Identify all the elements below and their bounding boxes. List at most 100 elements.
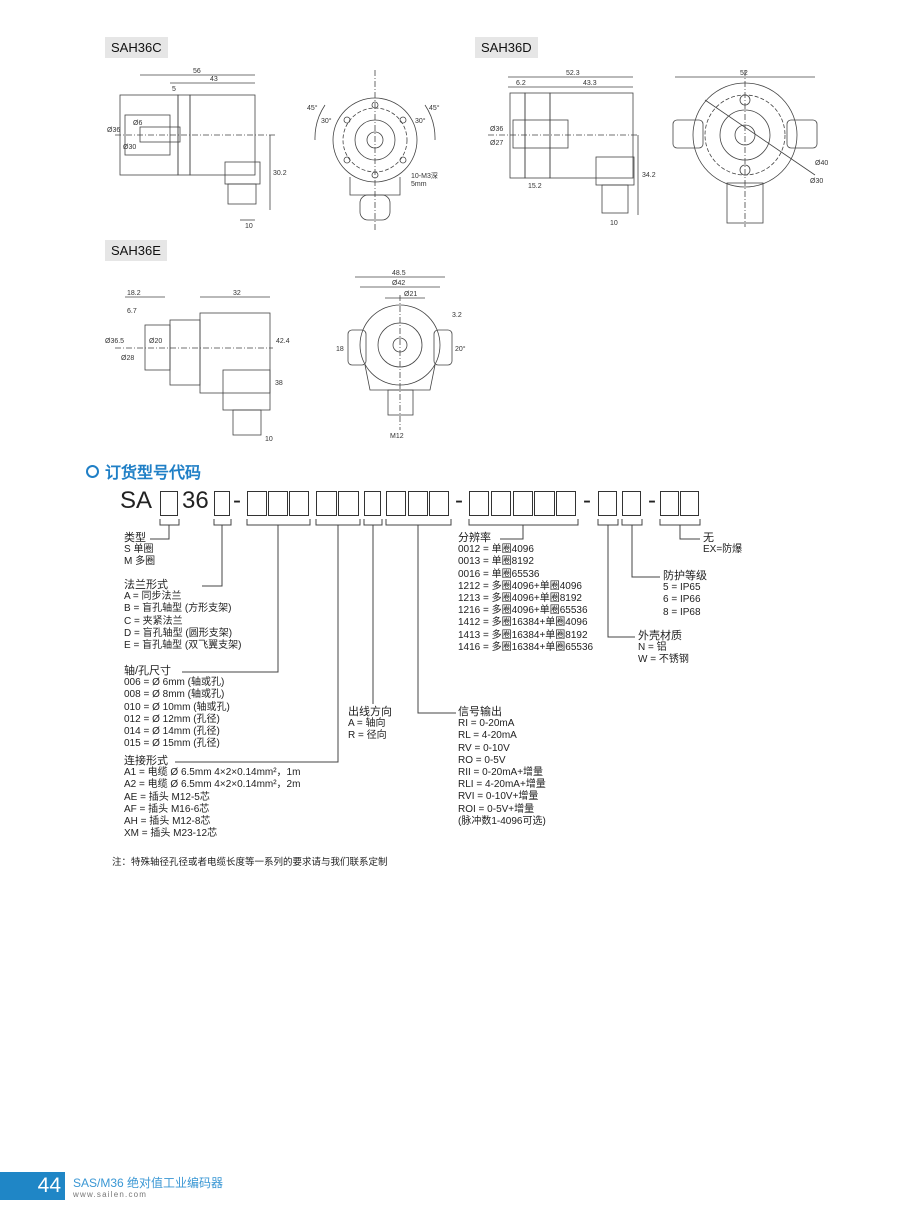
sah36d-front-drawing: 52 Ø40 Ø30 bbox=[672, 70, 828, 227]
signal-option: RO = 0-5V bbox=[458, 754, 506, 766]
code-placeholder-box bbox=[316, 491, 337, 516]
resolution-option: 1413 = 多圈16384+单圈8192 bbox=[458, 629, 588, 641]
dim-label: 56 bbox=[193, 68, 201, 75]
housing-options: 外壳材质 N = 铝 W = 不锈钢 bbox=[638, 630, 689, 667]
code-placeholder-box bbox=[490, 491, 512, 516]
sah36c-side-drawing: 56 43 5 Ø36 Ø30 Ø6 30.2 10 bbox=[107, 68, 287, 230]
circle-bullet-icon bbox=[86, 464, 99, 478]
dim-label: 5 bbox=[172, 86, 176, 93]
dim-label: 43 bbox=[210, 76, 218, 83]
dim-label: Ø36 bbox=[107, 127, 120, 134]
model-label-sah36d: SAH36D bbox=[475, 37, 538, 58]
dim-label: 5mm bbox=[411, 181, 427, 188]
code-dash: - bbox=[233, 487, 241, 514]
dim-label: Ø27 bbox=[490, 140, 503, 147]
flange-option: D = 盲孔轴型 (圆形支架) bbox=[124, 627, 233, 639]
resolution-option: 1412 = 多圈16384+单圈4096 bbox=[458, 617, 588, 629]
code-placeholder-box bbox=[598, 491, 617, 516]
explosion-title: 无 bbox=[703, 532, 714, 544]
dim-label: Ø21 bbox=[404, 291, 417, 298]
section-title-text: 订货型号代码 bbox=[105, 463, 202, 482]
type-option: S 单圈 bbox=[124, 544, 154, 556]
resolution-option: 1212 = 多圈4096+单圈4096 bbox=[458, 580, 582, 592]
connection-option: A2 = 电缆 Ø 6.5mm 4×2×0.14mm²，2m bbox=[124, 779, 301, 791]
dim-label: Ø36 bbox=[490, 126, 503, 133]
direction-option: A = 轴向 bbox=[348, 718, 386, 730]
code-placeholder-box bbox=[338, 491, 359, 516]
protection-option: 5 = IP65 bbox=[663, 582, 701, 594]
resolution-option: 1216 = 多圈4096+单圈65536 bbox=[458, 605, 588, 617]
dim-label: 10 bbox=[265, 436, 273, 443]
sah36e-side-drawing: 18.2 6.7 32 Ø36.5 Ø28 Ø20 42.4 38 10 bbox=[105, 290, 290, 443]
dim-label: 32 bbox=[233, 290, 241, 297]
code-placeholder-box bbox=[622, 491, 641, 516]
model-label-sah36c: SAH36C bbox=[105, 37, 168, 58]
footer-title: SAS/M36 绝对值工业编码器 bbox=[73, 1176, 224, 1190]
connection-options: 连接形式 A1 = 电缆 Ø 6.5mm 4×2×0.14mm²，1m A2 =… bbox=[124, 755, 300, 840]
resolution-option: 0016 = 单圈65536 bbox=[458, 568, 540, 580]
resolution-option: 1213 = 多圈4096+单圈8192 bbox=[458, 593, 582, 605]
housing-option: N = 铝 bbox=[638, 642, 667, 654]
dim-label: 30.2 bbox=[273, 170, 287, 177]
protection-option: 6 = IP66 bbox=[663, 594, 701, 606]
shaft-option: 006 = Ø 6mm (轴或孔) bbox=[124, 677, 225, 689]
shaft-title: 轴/孔尺寸 bbox=[124, 665, 172, 677]
resolution-option: 0013 = 单圈8192 bbox=[458, 556, 534, 568]
sah36e-front-drawing: 48.5 Ø42 Ø21 3.2 18 20° M12 bbox=[336, 270, 466, 440]
code-placeholder-box bbox=[556, 491, 577, 516]
code-dash: - bbox=[455, 487, 463, 514]
code-placeholder-box bbox=[407, 491, 428, 516]
section-title: 订货型号代码 bbox=[86, 459, 201, 483]
dim-label: 52.3 bbox=[566, 70, 580, 77]
signal-option: RV = 0-10V bbox=[458, 742, 510, 754]
signal-option: RVI = 0-10V+增量 bbox=[458, 791, 539, 803]
protection-option: 8 = IP68 bbox=[663, 606, 701, 618]
dim-label: 45° bbox=[429, 104, 440, 112]
code-placeholder-box bbox=[247, 491, 267, 516]
signal-option: RLI = 4-20mA+增量 bbox=[458, 779, 546, 791]
protection-options: 防护等级 5 = IP65 6 = IP66 8 = IP68 bbox=[663, 570, 707, 619]
code-placeholder-box bbox=[386, 491, 407, 516]
dim-label: 10-M3深 bbox=[411, 171, 438, 180]
code-placeholder-box bbox=[469, 491, 490, 516]
signal-option: RI = 0-20mA bbox=[458, 718, 515, 730]
dim-label: Ø36.5 bbox=[105, 338, 124, 345]
code-mid: 36 bbox=[182, 487, 209, 514]
code-placeholder-box bbox=[214, 491, 230, 516]
code-dash: - bbox=[648, 487, 656, 514]
page-number: 44 bbox=[0, 1172, 65, 1200]
explosion-option: EX=防爆 bbox=[703, 544, 743, 556]
sah36d-side-drawing: 52.3 43.3 6.2 Ø36 Ø27 15.2 34.2 10 bbox=[488, 70, 656, 227]
signal-option: RL = 4-20mA bbox=[458, 730, 517, 742]
dim-label: 45° bbox=[307, 104, 318, 112]
resolution-option: 0012 = 单圈4096 bbox=[458, 544, 534, 556]
code-placeholder-box bbox=[160, 491, 178, 516]
signal-option: RII = 0-20mA+增量 bbox=[458, 767, 544, 779]
dim-label: 42.4 bbox=[276, 338, 290, 345]
code-placeholder-box bbox=[660, 491, 679, 516]
resolution-option: 1416 = 多圈16384+单圈65536 bbox=[458, 641, 594, 653]
dim-label: Ø6 bbox=[133, 120, 142, 127]
dim-label: 18.2 bbox=[127, 290, 141, 297]
type-title: 类型 bbox=[124, 532, 146, 544]
shaft-option: 010 = Ø 10mm (轴或孔) bbox=[124, 701, 230, 713]
protection-title: 防护等级 bbox=[663, 570, 707, 582]
direction-options: 出线方向 A = 轴向 R = 径向 bbox=[348, 706, 392, 743]
dim-label: 15.2 bbox=[528, 183, 542, 190]
footer-url: www.sailen.com bbox=[73, 1190, 148, 1199]
model-label-sah36e: SAH36E bbox=[105, 240, 167, 261]
connection-option: AF = 插头 M16-6芯 bbox=[124, 803, 210, 815]
shaft-option: 015 = Ø 15mm (孔径) bbox=[124, 738, 220, 750]
code-placeholder-box bbox=[429, 491, 450, 516]
signal-options: 信号输出 RI = 0-20mA RL = 4-20mA RV = 0-10V … bbox=[458, 706, 546, 828]
type-options: 类型 S 单圈 M 多圈 bbox=[124, 532, 155, 569]
signal-title: 信号输出 bbox=[458, 706, 502, 718]
dim-label: Ø30 bbox=[123, 144, 136, 151]
dim-label: 34.2 bbox=[642, 172, 656, 179]
type-option: M 多圈 bbox=[124, 556, 156, 568]
connection-title: 连接形式 bbox=[124, 755, 168, 767]
flange-option: B = 盲孔轴型 (方形支架) bbox=[124, 603, 232, 615]
shaft-options: 轴/孔尺寸 006 = Ø 6mm (轴或孔) 008 = Ø 8mm (轴或孔… bbox=[124, 665, 230, 750]
signal-option: ROI = 0-5V+增量 bbox=[458, 803, 535, 815]
shaft-option: 014 = Ø 14mm (孔径) bbox=[124, 726, 220, 738]
